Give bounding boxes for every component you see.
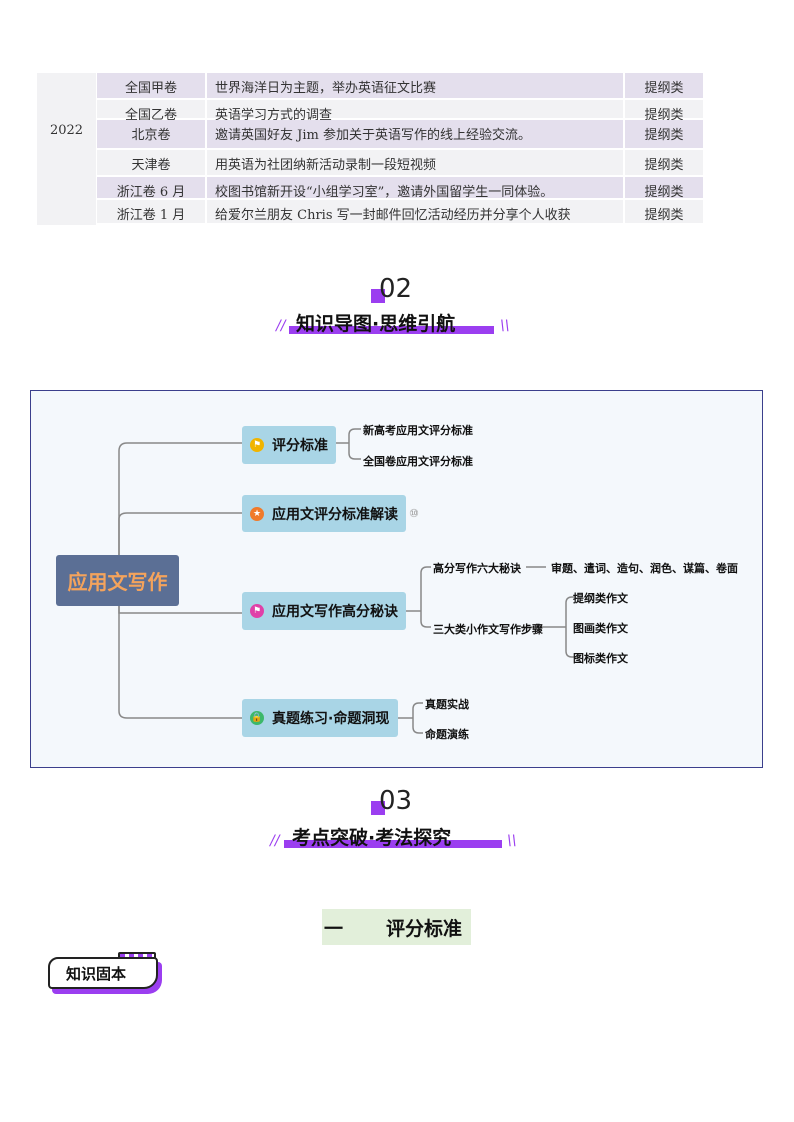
mind-map-branch: ⚑ 应用文写作高分秘诀 [242, 592, 406, 630]
decor-slash: // [276, 318, 286, 334]
table-cell-paper: 浙江卷 1 月 [97, 200, 205, 223]
table-cell-type: 提纲类 [625, 120, 703, 148]
branch-label: 评分标准 [272, 438, 328, 454]
table-cell-type: 提纲类 [625, 177, 703, 200]
heading-number: 一 [324, 918, 344, 940]
table-cell-topic: 给爱尔兰朋友 Chris 写一封邮件回忆活动经历并分享个人收获 [207, 200, 623, 223]
flag-icon: ⚑ [250, 438, 264, 452]
leaf-node: 全国卷应用文评分标准 [363, 455, 473, 468]
table-cell-paper: 北京卷 [97, 120, 205, 148]
title-underline [284, 840, 502, 848]
title-underline [289, 326, 494, 334]
leaf-node: 命题演练 [425, 728, 469, 741]
table-cell-paper: 全国甲卷 [97, 73, 205, 98]
section-marker [371, 289, 385, 303]
heading-title: 评分标准 [386, 918, 463, 940]
decor-slash: \\ [500, 318, 510, 334]
mind-map-connectors [118, 428, 576, 734]
star-icon: ★ [250, 506, 264, 521]
section-title: 知识导图·思维引航 [296, 313, 456, 335]
heading-box: 一 评分标准 [322, 909, 471, 945]
tag-label: 知识固本 [48, 957, 158, 989]
flag-icon: ⚑ [250, 604, 264, 618]
mind-map: 应用文写作 ⚑ 评分标准 ★ 应用文评分标准解读 ⚑ 应用文写作高分秘诀 🔒 真题练习·命题洞… [30, 390, 763, 768]
section-number: 02 [379, 274, 413, 304]
section-number: 03 [379, 786, 413, 816]
branch-label: 真题练习·命题洞现 [272, 711, 390, 727]
leaf-node: 审题、遣词、造句、润色、谋篇、卷面 [551, 562, 738, 575]
table-cell-type: 提纲类 [625, 100, 703, 123]
leaf-node: 提纲类作文 [573, 592, 628, 605]
branch-label: 应用文评分标准解读 [272, 506, 398, 523]
table-cell-topic: 世界海洋日为主题，举办英语征文比赛 [207, 73, 623, 98]
year-cell: 2022 [37, 73, 96, 225]
section-marker [371, 801, 385, 815]
leaf-node: 图画类作文 [573, 622, 628, 635]
mind-map-root: 应用文写作 [56, 555, 179, 606]
table-cell-paper: 全国乙卷 [97, 100, 205, 123]
table-cell-paper: 浙江卷 6 月 [97, 177, 205, 200]
table-cell-type: 提纲类 [625, 150, 703, 175]
table-cell-topic: 英语学习方式的调查 [207, 100, 623, 123]
section-title: 考点突破·考法探究 [292, 827, 452, 849]
table-cell-topic: 邀请英国好友 Jim 参加关于英语写作的线上经验交流。 [207, 120, 623, 148]
binder-rings-icon [118, 952, 156, 959]
mind-map-branch: ⚑ 评分标准 [242, 426, 336, 464]
decor-slash: // [270, 833, 280, 849]
leaf-node: 三大类小作文写作步骤 [433, 623, 543, 636]
note-badge: ⑩ [409, 507, 419, 520]
mind-map-branch: 🔒 真题练习·命题洞现 [242, 699, 398, 737]
table-cell-paper: 天津卷 [97, 150, 205, 175]
decor-slash: \\ [507, 833, 517, 849]
branch-label: 应用文写作高分秘诀 [272, 604, 398, 620]
leaf-node: 图标类作文 [573, 652, 628, 665]
table-cell-topic: 校图书馆新开设“小组学习室”，邀请外国留学生一同体验。 [207, 177, 623, 200]
leaf-node: 真题实战 [425, 698, 469, 711]
mind-map-branch: ★ 应用文评分标准解读 [242, 495, 406, 532]
table-cell-topic: 用英语为社团纳新活动录制一段短视频 [207, 150, 623, 175]
leaf-node: 新高考应用文评分标准 [363, 424, 473, 437]
table-cell-type: 提纲类 [625, 200, 703, 223]
leaf-node: 高分写作六大秘诀 [433, 562, 521, 575]
lock-icon: 🔒 [250, 711, 264, 725]
table-cell-type: 提纲类 [625, 73, 703, 98]
